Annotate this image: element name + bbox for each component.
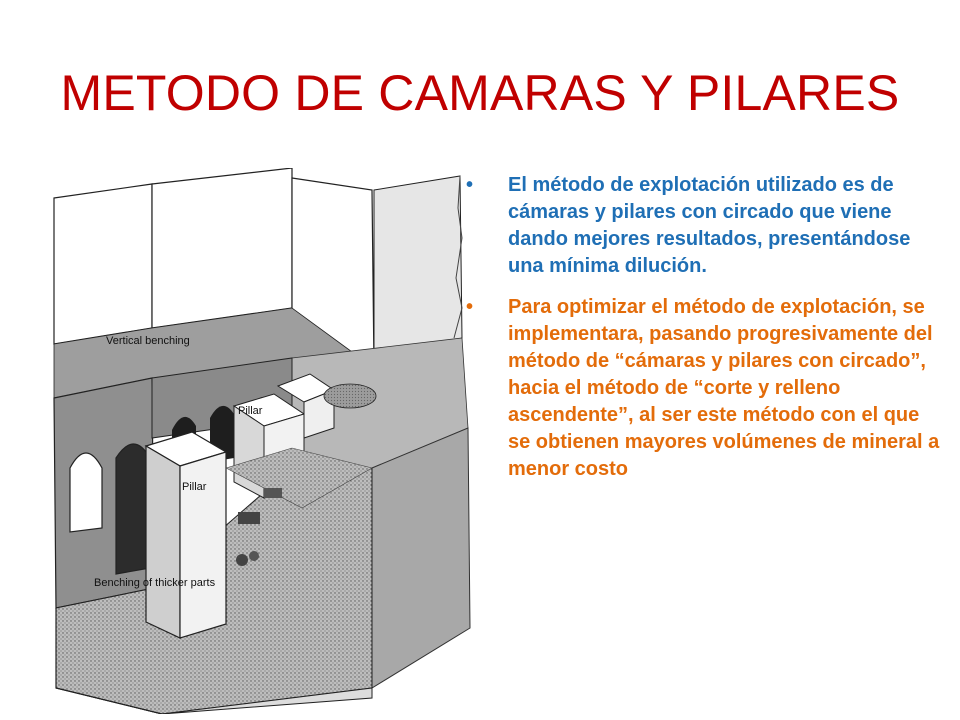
- bullet-dot-icon: •: [466, 296, 474, 318]
- bullet-item-2: • Para optimizar el método de explotació…: [466, 294, 942, 483]
- mining-illustration: Vertical benching Pillar Pillar Benching…: [42, 168, 500, 714]
- room-and-pillar-diagram: Vertical benching Pillar Pillar Benching…: [53, 168, 471, 714]
- label-pillar-front: Pillar: [182, 481, 207, 493]
- label-pillar-top: Pillar: [238, 405, 263, 417]
- bullet-item-1: • El método de explotación utilizado es …: [466, 172, 942, 280]
- label-vertical-benching: Vertical benching: [106, 335, 190, 347]
- slide-title: METODO DE CAMARAS Y PILARES: [60, 65, 900, 121]
- bullet-text-2: Para optimizar el método de explotación,…: [508, 296, 940, 480]
- label-benching-thicker: Benching of thicker parts: [94, 577, 216, 589]
- bullet-list: • El método de explotación utilizado es …: [466, 172, 942, 497]
- bullet-text-1: El método de explotación utilizado es de…: [508, 174, 911, 277]
- bullet-dot-icon: •: [466, 174, 474, 196]
